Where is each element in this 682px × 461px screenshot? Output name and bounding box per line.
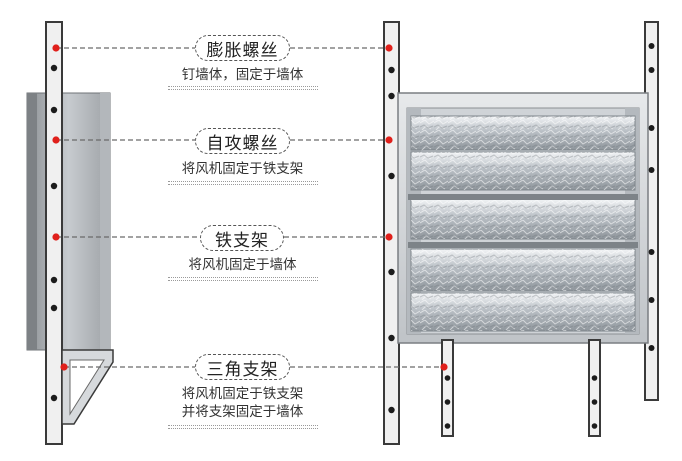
middle-vertical-bar: [383, 21, 400, 445]
marker-dot: [440, 363, 448, 371]
fine-print-decoration: [168, 424, 318, 431]
marker-dot: [385, 44, 393, 52]
marker-dot: [60, 363, 68, 371]
fine-print-decoration: [168, 85, 318, 92]
label-expansion-screw: 膨胀螺丝: [195, 35, 290, 61]
marker-dot: [385, 233, 393, 241]
iron-bracket-desc-line: 将风机固定于墙体: [188, 257, 297, 273]
fan-front-shutter: [397, 92, 649, 344]
label-iron-bracket: 铁支架: [200, 225, 284, 251]
self-tapping-screw-title: 自攻螺丝: [206, 133, 279, 154]
side-triangle-bracket: [61, 349, 114, 425]
marker-dot: [52, 44, 60, 52]
self-tapping-screw-desc: 将风机固定于铁支架: [165, 160, 320, 178]
label-triangle-bracket: 三角支架: [195, 354, 290, 380]
leader-lines: [52, 44, 448, 371]
self-tapping-screw-desc-line: 将风机固定于铁支架: [181, 161, 304, 177]
lower-bracket-legs: [441, 339, 601, 437]
iron-bracket-title: 铁支架: [215, 230, 269, 251]
triangle-bracket-title: 三角支架: [206, 359, 279, 380]
fine-print-decoration: [168, 276, 318, 283]
triangle-bracket-desc-line-1: 将风机固定于铁支架: [181, 386, 304, 402]
expansion-screw-desc: 钉墙体，固定于墙体: [165, 66, 320, 84]
side-vertical-bar: [45, 21, 63, 445]
marker-dot: [385, 136, 393, 144]
fine-print-decoration: [168, 180, 318, 187]
fan-side-body: [26, 92, 111, 351]
expansion-screw-desc-line: 钉墙体，固定于墙体: [181, 67, 304, 83]
expansion-screw-title: 膨胀螺丝: [206, 40, 279, 61]
triangle-bracket-desc-line-2: 并将支架固定于墙体: [181, 404, 304, 420]
marker-dot: [52, 136, 60, 144]
label-self-tapping-screw: 自攻螺丝: [195, 128, 290, 154]
iron-bracket-desc: 将风机固定于墙体: [165, 256, 320, 274]
marker-dot: [52, 233, 60, 241]
triangle-bracket-desc: 将风机固定于铁支架 并将支架固定于墙体: [165, 385, 320, 421]
